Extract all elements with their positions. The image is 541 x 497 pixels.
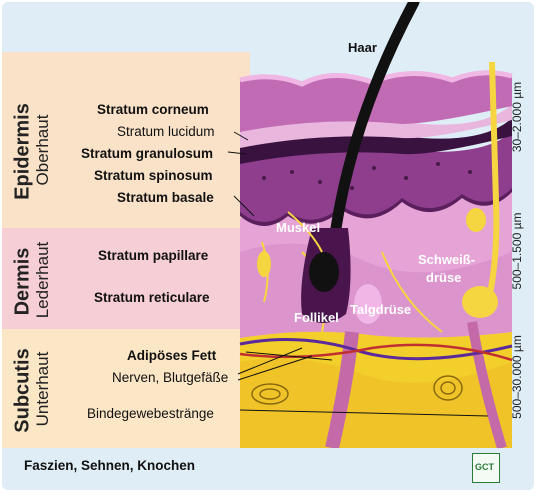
thickness-subcutis-text: 500–30.000 µm [510,335,524,419]
thickness-dermis-text: 500–1.500 µm [510,213,524,290]
thickness-dermis: 500–1.500 µm [510,196,524,306]
thickness-subcutis: 500–30.000 µm [510,322,524,432]
label-talgdruese: Talgdrüse [350,302,411,317]
label-haar: Haar [348,40,377,55]
label-schweissdruese-2: drüse [426,270,461,285]
thickness-epidermis-text: 30–2.000 µm [510,82,524,152]
diagram-card: Epidermis Oberhaut Dermis Lederhaut Subc… [2,2,534,490]
thickness-epidermis: 30–2.000 µm [510,62,524,172]
label-follikel: Follikel [294,310,339,325]
label-schweissdruese-1: Schweiß- [418,252,475,267]
label-muskel: Muskel [276,220,320,235]
publisher-logo: GCT [472,453,500,483]
logo-text: GCT [475,462,494,472]
skin-cross-section: Haar Muskel Follikel Talgdrüse Schweiß- … [2,2,534,490]
label-faszien: Faszien, Sehnen, Knochen [24,458,195,473]
footer-band: Faszien, Sehnen, Knochen [2,448,534,490]
